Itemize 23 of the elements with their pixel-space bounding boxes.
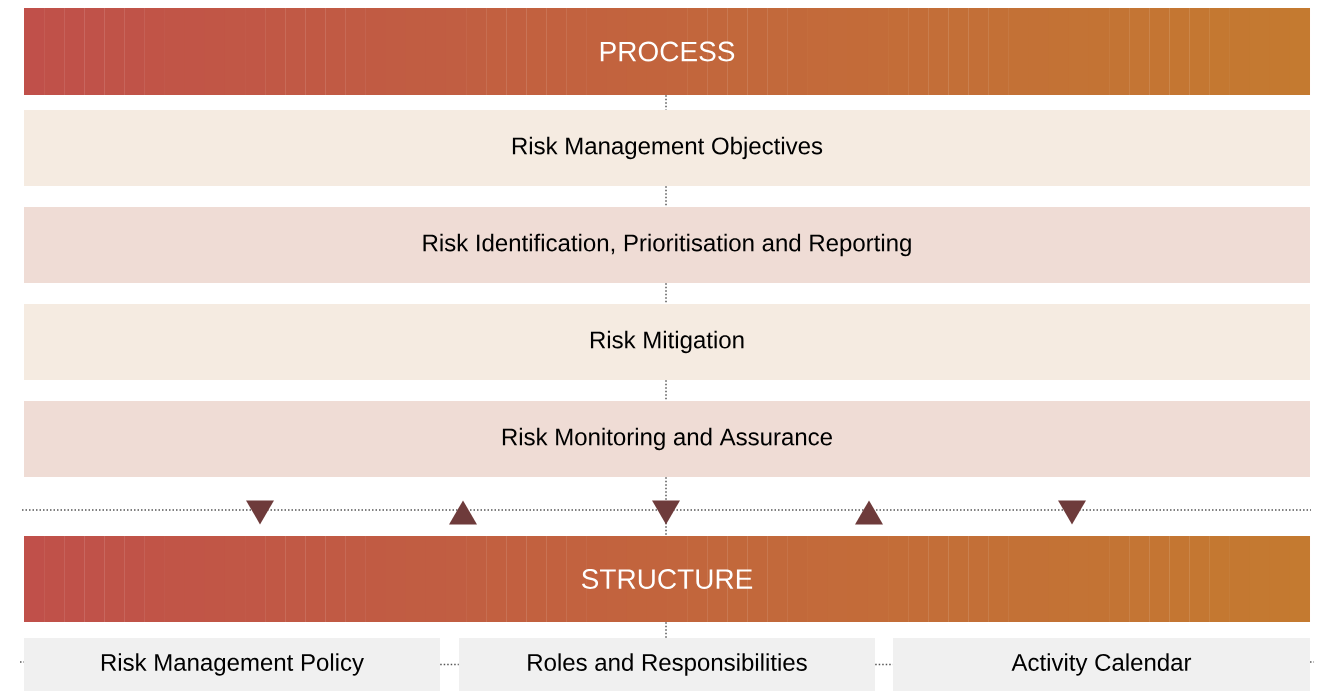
- structure-box: Roles and Responsibilities: [459, 638, 875, 691]
- step-box: Risk Mitigation: [24, 304, 1310, 380]
- connector-arrow: [1058, 500, 1086, 525]
- connector-line: [665, 621, 667, 639]
- step-box: Risk Identification, Prioritisation and Reporting: [24, 207, 1310, 283]
- connector-arrow: [449, 500, 477, 525]
- connector-line: [665, 379, 667, 402]
- step-box: Risk Management Objectives: [24, 110, 1310, 186]
- connector-arrow: [246, 500, 274, 525]
- connector-line: [665, 185, 667, 208]
- connector-arrow: [855, 500, 883, 525]
- connector-line: [874, 663, 894, 666]
- connector-line: [439, 663, 460, 666]
- banner-bar: PROCESS: [24, 8, 1310, 95]
- node-label: PROCESS: [600, 41, 735, 62]
- connector-line: [665, 282, 667, 305]
- connector-line: [665, 94, 667, 111]
- step-box: Risk Monitoring and Assurance: [24, 401, 1310, 477]
- node-label: STRUCTURE: [581, 569, 753, 589]
- connector-arrow: [652, 476, 680, 537]
- structure-box: Risk Management Policy: [24, 638, 440, 691]
- structure-box: Activity Calendar: [893, 638, 1310, 691]
- banner-bar: STRUCTURE: [24, 536, 1310, 622]
